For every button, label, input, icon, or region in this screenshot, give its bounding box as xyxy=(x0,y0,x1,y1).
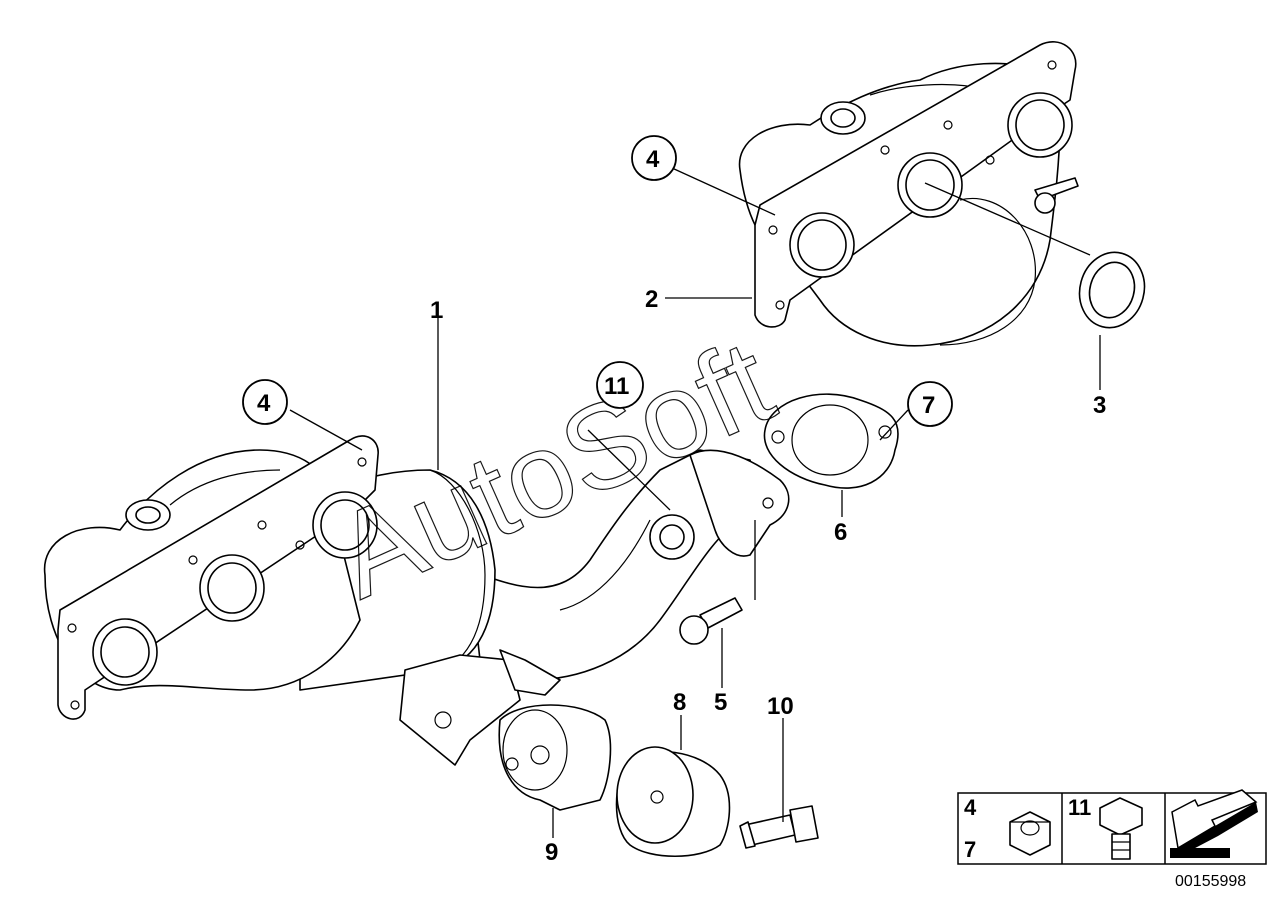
callout-8: 8 xyxy=(673,689,686,716)
callout-2: 2 xyxy=(645,286,658,313)
leader-lines xyxy=(289,167,1101,838)
callout-5: 5 xyxy=(714,689,727,716)
legend-nut-label-top: 4 xyxy=(964,795,977,820)
stud-bolt xyxy=(679,597,743,645)
exhaust-manifold-left-catalytic-converter xyxy=(43,435,790,766)
exhaust-manifold-right xyxy=(738,41,1079,347)
hardware-legend: 4 7 11 xyxy=(957,789,1267,865)
callout-3: 3 xyxy=(1093,392,1106,419)
document-number: 00155998 xyxy=(1175,873,1246,890)
callout-4-upper: 4 xyxy=(646,146,660,173)
callout-11-circle xyxy=(596,361,644,409)
sensor-bolt xyxy=(739,805,819,849)
callout-4-upper-circle xyxy=(631,135,677,181)
callout-4-lower-circle xyxy=(242,379,288,425)
direction-arrow-icon xyxy=(1170,789,1258,858)
hex-bolt-icon xyxy=(1099,797,1143,860)
callout-7: 7 xyxy=(922,392,935,419)
flange-gasket xyxy=(763,393,899,489)
hex-nut-icon xyxy=(1009,811,1051,856)
callout-7-circle xyxy=(907,381,953,427)
callout-9: 9 xyxy=(545,839,558,866)
callout-11: 11 xyxy=(604,373,629,400)
legend-bolt-label: 11 xyxy=(1068,795,1091,820)
legend-nut-label-bottom: 7 xyxy=(964,837,976,862)
callout-6: 6 xyxy=(834,519,847,546)
callout-4-lower: 4 xyxy=(257,390,271,417)
callout-1: 1 xyxy=(430,297,443,324)
heat-shield-plate xyxy=(498,704,612,811)
callout-10: 10 xyxy=(767,693,794,720)
heat-shield-cylinder xyxy=(615,746,731,858)
gasket-ring xyxy=(1078,251,1146,329)
